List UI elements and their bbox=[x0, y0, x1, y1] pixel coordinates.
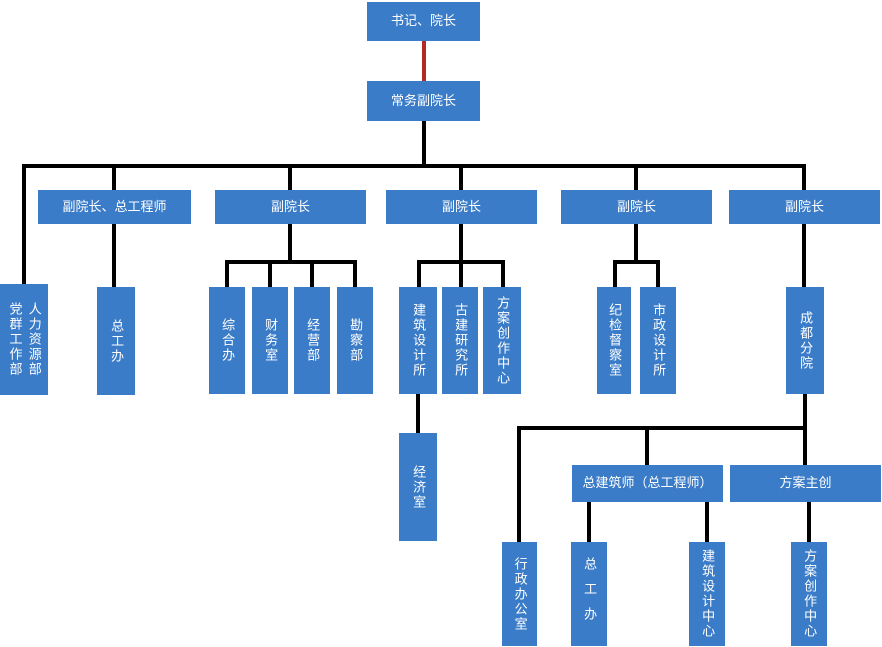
node-scheme-creation-center[interactable]: 方案创作中心 bbox=[483, 287, 521, 394]
node-chief-eng-office-branch[interactable]: 总工办 bbox=[571, 542, 607, 646]
node-general-office[interactable]: 综合办 bbox=[209, 287, 245, 394]
connector-chengdu-bar bbox=[517, 426, 807, 430]
node-label: 副院长、总工程师 bbox=[62, 198, 167, 214]
node-label: 经济室 bbox=[411, 464, 427, 510]
node-label: 副院长 bbox=[784, 198, 824, 214]
node-label: 方案创作中心 bbox=[802, 549, 818, 639]
connector-vice1-to-chief-eng-office bbox=[112, 224, 116, 287]
node-secretary-dean[interactable]: 书记、院长 bbox=[367, 2, 480, 41]
connector-trunk bbox=[22, 164, 806, 168]
connector-bar-to-finance bbox=[268, 262, 272, 287]
node-label: 总工办 bbox=[582, 556, 598, 632]
node-vice-dean-4[interactable]: 副院长 bbox=[729, 190, 880, 224]
connector-bar-to-general-office bbox=[225, 260, 229, 287]
connector-trunk-to-vice4 bbox=[634, 168, 638, 190]
node-economy-office[interactable]: 经济室 bbox=[399, 433, 437, 541]
connector-trunk-to-vice5 bbox=[802, 168, 806, 190]
node-arch-design-center[interactable]: 建筑设计中心 bbox=[689, 542, 725, 646]
node-label: 党群工作部 bbox=[7, 302, 23, 377]
connector-arch-design-to-economy bbox=[416, 394, 420, 433]
node-municipal-design-institute[interactable]: 市政设计所 bbox=[640, 287, 676, 394]
node-label: 行政办公室 bbox=[512, 556, 528, 632]
connector-vice4-down bbox=[634, 224, 638, 262]
connector-bar-to-scheme-center bbox=[501, 260, 505, 287]
node-scheme-creation-center-branch[interactable]: 方案创作中心 bbox=[791, 542, 827, 646]
connector-trunk-to-vice1 bbox=[112, 168, 116, 190]
connector-secretary-to-exec bbox=[422, 41, 426, 81]
node-label: 财务室 bbox=[263, 318, 279, 363]
node-label: 综合办 bbox=[220, 318, 236, 363]
node-label: 纪检督察室 bbox=[607, 303, 623, 378]
node-chief-eng-office[interactable]: 总工办 bbox=[97, 287, 135, 395]
node-operations-dept[interactable]: 经营部 bbox=[294, 287, 330, 394]
connector-bar-to-survey bbox=[353, 260, 357, 287]
node-label: 方案主创 bbox=[779, 475, 832, 491]
node-ancient-arch-institute[interactable]: 古建研究所 bbox=[442, 287, 478, 394]
node-label: 副院长 bbox=[441, 198, 481, 214]
node-vice-dean-chief-engineer[interactable]: 副院长、总工程师 bbox=[38, 190, 191, 224]
node-survey-dept[interactable]: 勘察部 bbox=[337, 287, 373, 394]
connector-vice2-down bbox=[288, 224, 292, 262]
connector-vice5-to-chengdu bbox=[802, 224, 806, 287]
connector-bar-to-municipal bbox=[656, 260, 660, 287]
node-label: 总工办 bbox=[109, 318, 125, 364]
node-label: 经营部 bbox=[305, 318, 321, 363]
node-label: 古建研究所 bbox=[453, 303, 469, 378]
connector-vice4-bar bbox=[613, 260, 660, 264]
node-exec-vice-dean[interactable]: 常务副院长 bbox=[367, 81, 480, 121]
connector-bar-to-arch-design bbox=[417, 260, 421, 287]
connector-bar-to-discipline bbox=[613, 260, 617, 287]
node-chengdu-branch[interactable]: 成都分院 bbox=[786, 287, 824, 394]
connector-trunk-to-vice2 bbox=[288, 168, 292, 190]
node-chief-architect[interactable]: 总建筑师（总工程师） bbox=[572, 465, 723, 502]
node-label: 市政设计所 bbox=[651, 303, 667, 378]
node-label: 成都分院 bbox=[798, 310, 814, 371]
node-label: 总建筑师（总工程师） bbox=[582, 475, 713, 491]
node-label: 勘察部 bbox=[348, 318, 364, 363]
connector-bar-to-ancient-arch bbox=[459, 262, 463, 287]
connector-bar-to-operations bbox=[310, 262, 314, 287]
node-admin-office[interactable]: 行政办公室 bbox=[502, 542, 537, 646]
node-label: 常务副院长 bbox=[390, 92, 456, 108]
connector-bar-to-admin-office bbox=[517, 426, 521, 542]
node-label: 建筑设计所 bbox=[411, 303, 427, 378]
node-arch-design-institute[interactable]: 建筑设计所 bbox=[399, 287, 437, 394]
node-label: 书记、院长 bbox=[390, 13, 456, 29]
node-scheme-lead[interactable]: 方案主创 bbox=[730, 465, 881, 502]
node-discipline-office[interactable]: 纪检督察室 bbox=[597, 287, 631, 394]
connector-trunk-to-party-hr bbox=[22, 164, 26, 284]
node-label: 方案创作中心 bbox=[495, 295, 511, 386]
connector-chief-architect-to-chief-eng bbox=[587, 502, 591, 542]
node-label: 副院长 bbox=[270, 198, 310, 214]
node-vice-dean-3[interactable]: 副院长 bbox=[561, 190, 712, 224]
connector-scheme-lead-to-scheme-center bbox=[807, 502, 811, 542]
node-finance-office[interactable]: 财务室 bbox=[252, 287, 288, 394]
node-label: 人力资源部 bbox=[26, 302, 42, 377]
connector-chief-architect-to-arch-center bbox=[705, 502, 709, 542]
node-vice-dean-1[interactable]: 副院长 bbox=[215, 190, 366, 224]
node-label: 建筑设计中心 bbox=[700, 549, 716, 639]
connector-vice3-down bbox=[459, 224, 463, 262]
connector-vice2-bar bbox=[225, 260, 357, 264]
connector-exec-to-trunk bbox=[422, 121, 426, 166]
node-vice-dean-2[interactable]: 副院长 bbox=[386, 190, 537, 224]
node-party-mass-and-hr-dept[interactable]: 党群工作部 人力资源部 bbox=[0, 284, 48, 395]
node-label: 副院长 bbox=[616, 198, 656, 214]
connector-bar-to-chief-architect bbox=[645, 430, 649, 465]
connector-trunk-to-vice3 bbox=[459, 168, 463, 190]
